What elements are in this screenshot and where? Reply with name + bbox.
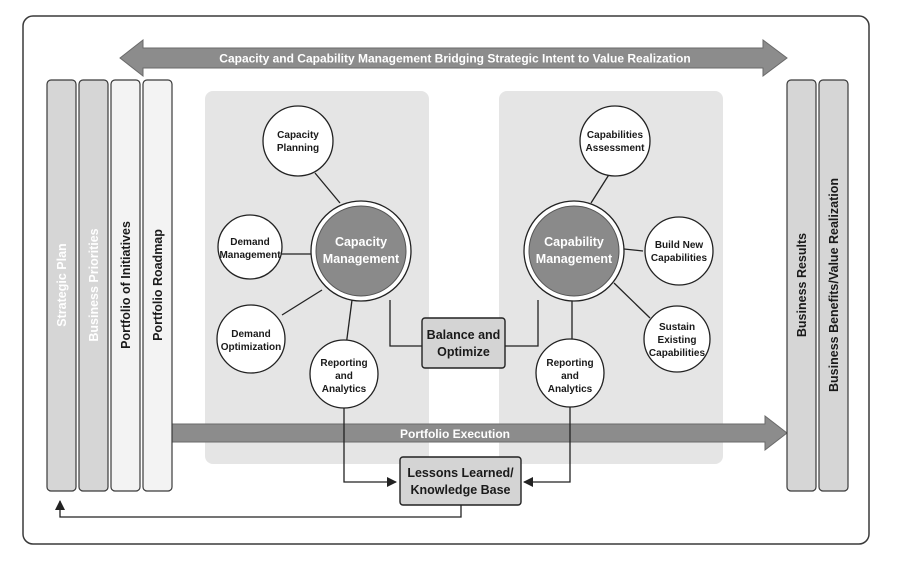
capacity-hub-line1: Capacity [335, 235, 387, 249]
demand-management-line1: Demand [230, 237, 269, 248]
capabilities-assessment-line2: Assessment [586, 143, 646, 154]
lessons-learned-box: Lessons Learned/Knowledge Base [399, 456, 522, 506]
column-portfolio-roadmap [142, 79, 173, 492]
top-arrow-label: Capacity and Capability Management Bridg… [219, 52, 690, 66]
capacity-reporting-line3: Analytics [322, 384, 367, 395]
column-label-portfolio-roadmap: Portfolio Roadmap [151, 229, 165, 341]
column-business-results [786, 79, 817, 492]
balance-line1: Balance and [427, 328, 501, 342]
capability-reporting-line3: Analytics [548, 384, 593, 395]
capacity-reporting-line2: and [335, 371, 353, 382]
portfolio-execution-label: Portfolio Execution [400, 427, 510, 441]
sustain-line2: Existing [658, 335, 697, 346]
lessons-connectors [55, 398, 571, 518]
capability-reporting-line2: and [561, 371, 579, 382]
column-label-business-results: Business Results [795, 233, 809, 337]
demand-management-line2: Management [219, 250, 281, 261]
demand-optimization-line2: Optimization [221, 342, 282, 353]
column-business-priorities [78, 79, 109, 492]
capacity-hub-line2: Management [323, 252, 400, 266]
capacity-connectors [281, 172, 422, 347]
capacity-reporting-line1: Reporting [320, 358, 367, 369]
column-label-portfolio-of-initiatives: Portfolio of Initiatives [119, 221, 133, 349]
left-columns: Strategic Plan Business Priorities Portf… [46, 79, 173, 492]
capacity-planning-line1: Capacity [277, 130, 319, 141]
sustain-line3: Capabilities [649, 348, 706, 359]
column-business-benefits [818, 79, 849, 492]
demand-optimization-line1: Demand [231, 329, 270, 340]
column-strategic-plan [46, 79, 77, 492]
capabilities-assessment-line1: Capabilities [587, 130, 644, 141]
lessons-line2: Knowledge Base [410, 483, 510, 497]
column-label-business-benefits: Business Benefits/Value Realization [827, 178, 841, 392]
capability-connectors [505, 172, 651, 347]
build-new-line2: Capabilities [651, 253, 708, 264]
right-columns: Business Results Business Benefits/Value… [786, 79, 849, 492]
top-double-arrow [119, 38, 788, 78]
column-label-strategic-plan: Strategic Plan [55, 243, 69, 326]
capability-hub-line1: Capability [544, 235, 604, 249]
balance-line2: Optimize [437, 345, 490, 359]
capacity-planning-line2: Planning [277, 143, 319, 154]
column-portfolio-of-initiatives [110, 79, 141, 492]
capability-hub-line2: Management [536, 252, 613, 266]
build-new-line1: Build New [655, 240, 704, 251]
lessons-line1: Lessons Learned/ [407, 466, 514, 480]
column-label-business-priorities: Business Priorities [87, 228, 101, 341]
portfolio-execution-arrow [169, 414, 788, 452]
sustain-line1: Sustain [659, 322, 695, 333]
svg-text:Lessons Learned/Knowledge Base: Lessons Learned/Knowledge Base [407, 466, 514, 497]
capability-reporting-line1: Reporting [546, 358, 593, 369]
